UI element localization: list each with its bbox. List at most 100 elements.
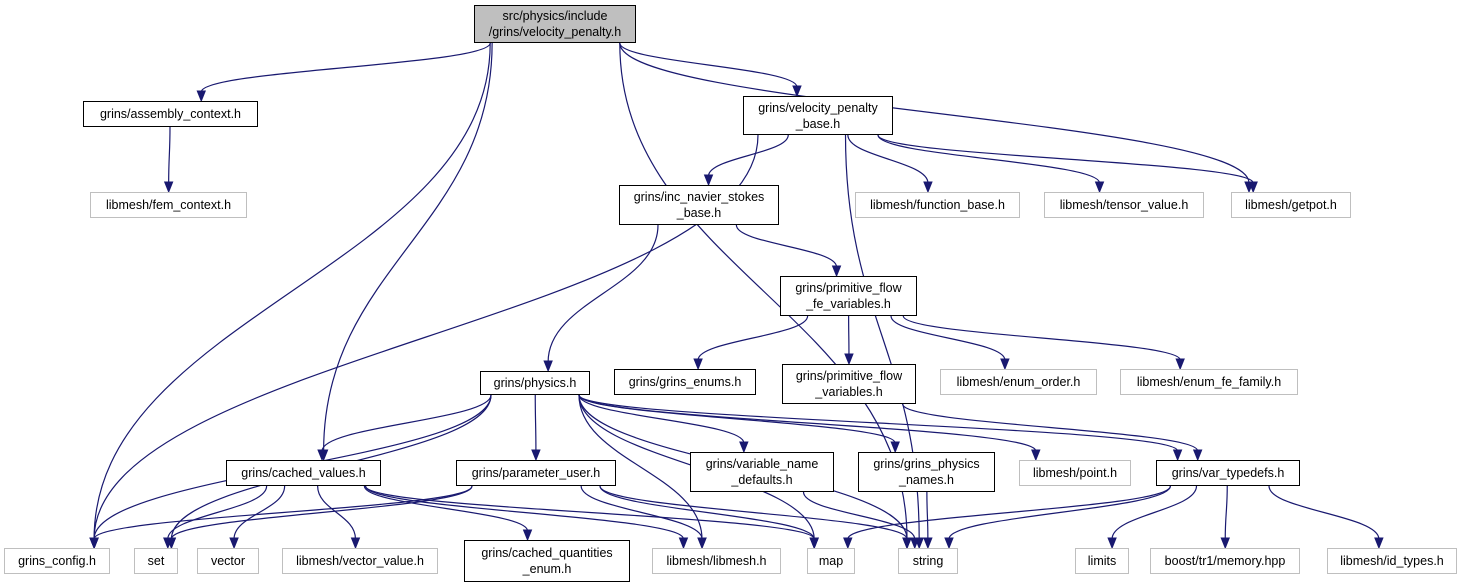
arrowhead-assembly	[196, 90, 206, 103]
node-libmesh: libmesh/libmesh.h	[652, 548, 781, 574]
node-label: libmesh/id_types.h	[1340, 554, 1444, 568]
edge-cached-to-map	[364, 485, 815, 540]
arrowhead-vpbase	[792, 85, 802, 98]
edge-vpbase-to-getpot	[877, 134, 1254, 184]
arrowhead-vecval	[350, 537, 361, 550]
arrowhead-funcbase	[923, 181, 933, 194]
arrowhead-physnames	[890, 441, 900, 454]
node-funcbase: libmesh/function_base.h	[855, 192, 1020, 218]
edge-root-to-getpot	[619, 42, 1250, 184]
node-enumorder: libmesh/enum_order.h	[940, 369, 1097, 395]
node-label: grins/assembly_context.h	[99, 107, 242, 121]
node-label: grins/physics.h	[493, 376, 577, 390]
node-root[interactable]: src/physics/include /grins/velocity_pena…	[474, 5, 636, 43]
arrowhead-incns	[703, 174, 714, 187]
edge-root-to-cached	[323, 42, 493, 452]
node-config: grins_config.h	[4, 548, 110, 574]
node-vector: vector	[197, 548, 259, 574]
edge-primfe-to-enums	[697, 315, 809, 361]
node-idtypes: libmesh/id_types.h	[1327, 548, 1457, 574]
edge-physics-to-varname	[578, 394, 745, 444]
edge-cached-to-libmesh	[364, 485, 685, 540]
edge-physics-to-paramuser	[534, 394, 537, 452]
edge-paramuser-to-libmesh	[580, 485, 703, 540]
edge-physics-to-libmesh	[578, 394, 703, 540]
node-label: libmesh/enum_fe_family.h	[1136, 375, 1282, 389]
arrowhead-tensor	[1094, 181, 1105, 194]
node-label: grins/primitive_flow _variables.h	[795, 369, 903, 399]
node-label: boost/tr1/memory.hpp	[1164, 554, 1286, 568]
node-label: libmesh/libmesh.h	[666, 554, 767, 568]
node-cqenum[interactable]: grins/cached_quantities _enum.h	[464, 540, 630, 582]
arrowhead-string	[923, 537, 933, 550]
arrowhead-physics	[543, 360, 553, 373]
node-primvars[interactable]: grins/primitive_flow _variables.h	[782, 364, 916, 404]
arrowhead-enumfe	[1175, 358, 1185, 371]
node-cached[interactable]: grins/cached_values.h	[226, 460, 381, 486]
edge-vpbase-to-incns	[707, 134, 789, 177]
node-paramuser[interactable]: grins/parameter_user.h	[456, 460, 616, 486]
node-tensor: libmesh/tensor_value.h	[1044, 192, 1204, 218]
arrowhead-string	[902, 537, 912, 550]
node-map: map	[807, 548, 855, 574]
node-physnames[interactable]: grins/grins_physics _names.h	[858, 452, 995, 492]
node-physics[interactable]: grins/physics.h	[480, 371, 590, 395]
arrowhead-vartype	[1192, 449, 1203, 462]
arrowhead-getpot	[1248, 181, 1258, 194]
node-vecval: libmesh/vector_value.h	[282, 548, 438, 574]
node-boost: boost/tr1/memory.hpp	[1150, 548, 1300, 574]
node-primfe[interactable]: grins/primitive_flow _fe_variables.h	[780, 276, 917, 316]
edge-cached-to-set	[167, 485, 268, 540]
node-label: vector	[210, 554, 246, 568]
edge-paramuser-to-map	[599, 485, 815, 540]
arrowhead-primvars	[844, 353, 854, 366]
edge-paramuser-to-set	[170, 485, 473, 540]
node-label: map	[818, 554, 844, 568]
arrowhead-point	[1031, 449, 1041, 462]
node-vpbase[interactable]: grins/velocity_penalty _base.h	[743, 96, 893, 135]
edge-incns-to-primfe	[735, 224, 838, 268]
node-label: grins/cached_quantities _enum.h	[481, 546, 613, 576]
arrowhead-map	[843, 537, 853, 550]
arrowhead-libmesh	[697, 537, 707, 550]
arrowhead-set	[166, 537, 177, 550]
edge-cached-to-cqenum	[363, 485, 529, 532]
node-varname[interactable]: grins/variable_name _defaults.h	[690, 452, 834, 492]
arrowhead-string	[944, 537, 954, 550]
arrowhead-limits	[1107, 537, 1117, 550]
arrowhead-vector	[229, 537, 239, 550]
node-femctx: libmesh/fem_context.h	[90, 192, 247, 218]
node-label: libmesh/vector_value.h	[296, 554, 424, 568]
node-label: grins_config.h	[18, 554, 96, 568]
node-label: src/physics/include /grins/velocity_pena…	[488, 9, 622, 39]
arrowhead-libmesh	[678, 537, 689, 550]
edge-root-to-assembly	[200, 42, 491, 93]
node-point: libmesh/point.h	[1019, 460, 1131, 486]
node-label: grins/var_typedefs.h	[1171, 466, 1285, 480]
arrowhead-config	[89, 537, 99, 550]
edge-cached-to-vecval	[317, 485, 357, 540]
node-vartype[interactable]: grins/var_typedefs.h	[1156, 460, 1300, 486]
node-enums[interactable]: grins/grins_enums.h	[614, 369, 756, 395]
edge-assembly-to-femctx	[168, 126, 171, 184]
edge-physnames-to-string	[926, 491, 929, 540]
node-label: libmesh/point.h	[1032, 466, 1118, 480]
edge-vartype-to-boost	[1224, 485, 1228, 540]
node-label: grins/grins_physics _names.h	[873, 457, 980, 487]
node-string: string	[898, 548, 958, 574]
edge-vpbase-to-funcbase	[847, 134, 929, 184]
edge-incns-to-physics	[547, 224, 659, 363]
edge-primfe-to-enumorder	[890, 315, 1006, 361]
node-label: libmesh/enum_order.h	[956, 375, 1081, 389]
node-assembly[interactable]: grins/assembly_context.h	[83, 101, 258, 127]
arrowhead-vartype	[1172, 449, 1183, 462]
edge-varname-to-string	[802, 491, 916, 540]
edge-physics-to-point	[578, 394, 1037, 452]
arrowhead-map	[809, 537, 819, 550]
edge-primfe-to-enumfe	[902, 315, 1181, 361]
edge-paramuser-to-config	[93, 485, 473, 540]
node-incns[interactable]: grins/inc_navier_stokes _base.h	[619, 185, 779, 225]
edge-vartype-to-string	[948, 485, 1171, 540]
node-label: libmesh/getpot.h	[1245, 198, 1337, 212]
node-label: limits	[1087, 554, 1117, 568]
